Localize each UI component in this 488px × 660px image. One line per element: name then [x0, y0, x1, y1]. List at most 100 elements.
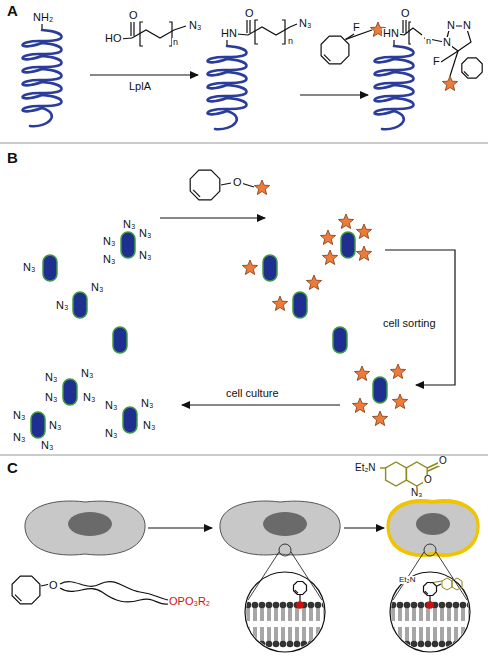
lipid-tail — [317, 606, 318, 621]
protein-helix — [375, 46, 414, 129]
triple-bond — [464, 71, 469, 76]
triple-bond — [295, 590, 298, 593]
lipid-tail — [296, 606, 297, 621]
lipid-tail — [240, 627, 241, 642]
lipid-tail — [399, 627, 400, 642]
lipid-head — [460, 641, 467, 648]
lipid-tail — [326, 606, 327, 621]
lipid-tail — [289, 627, 290, 642]
lipid-tail — [282, 606, 283, 621]
cyclooctane-ring — [424, 583, 437, 596]
lipid-tail — [415, 627, 416, 642]
lipid-tail — [427, 627, 428, 642]
lipid-tail — [263, 606, 264, 621]
lipid-tail — [275, 627, 276, 642]
lipid-head — [266, 602, 273, 609]
atom-label: F — [432, 56, 441, 67]
lipid-tail — [413, 606, 414, 621]
lipid-tail — [434, 627, 435, 642]
azide-label: N₃ — [138, 250, 152, 261]
atom-label: O — [438, 456, 448, 466]
lipid-tail — [312, 627, 313, 642]
lipid-head — [390, 641, 397, 648]
lipid-head — [439, 641, 446, 648]
lipid-tail — [434, 606, 435, 621]
azide-label: N₃ — [102, 254, 116, 265]
atom-label: F — [352, 22, 361, 33]
atom-label: N₃ — [298, 18, 312, 29]
lipid-tail — [406, 627, 407, 642]
lipid-tail — [242, 627, 243, 642]
lipid-head — [467, 641, 474, 648]
azide-label: N₃ — [102, 236, 116, 247]
lipid-head — [238, 602, 245, 609]
lipid-tail — [277, 606, 278, 621]
lipid-head — [308, 602, 315, 609]
cyclooctyne-ring — [321, 36, 349, 64]
lipid-tail — [387, 627, 388, 642]
atom-label: HN — [382, 28, 400, 39]
atom-label: O — [128, 10, 139, 21]
lipid-tail — [247, 627, 248, 642]
atom-label: O — [423, 475, 433, 485]
lipid-tail — [394, 606, 395, 621]
lipid-tail — [305, 606, 306, 621]
lipid-tail — [401, 606, 402, 621]
lipid-tail — [291, 627, 292, 642]
lipid-head — [273, 641, 280, 648]
triple-bond — [324, 55, 331, 62]
lipid-tail — [471, 627, 472, 642]
lipid-tail — [471, 606, 472, 621]
enzyme-label: LplA — [128, 81, 152, 92]
lipid-tail — [310, 606, 311, 621]
lipid-head — [460, 602, 467, 609]
lipid-head — [266, 641, 273, 648]
atom-label: Et₂N — [354, 463, 377, 473]
lipid-tail — [261, 627, 262, 642]
lipid-tail — [422, 627, 423, 642]
lipid-head — [322, 641, 329, 648]
lipid-tail — [268, 627, 269, 642]
lipid-head — [287, 602, 294, 609]
lipid-tail — [448, 627, 449, 642]
atom-label: HO — [104, 33, 123, 44]
atom-label: O — [48, 580, 59, 591]
lipid-tail — [443, 606, 444, 621]
azide-label: N₃ — [140, 398, 154, 409]
lipid-tail — [242, 606, 243, 621]
panel-letter: A — [6, 3, 19, 18]
lipid-tail — [392, 606, 393, 621]
lipid-tail — [450, 606, 451, 621]
lipid-tail — [427, 606, 428, 621]
atom-label: O — [244, 8, 255, 19]
lipid-tail — [441, 606, 442, 621]
lipid-tail — [457, 627, 458, 642]
azide-label: N₃ — [48, 420, 62, 431]
azide-label: N₃ — [22, 262, 36, 273]
cyclooctyne-ring — [294, 582, 307, 595]
atom-label: NH₂ — [32, 12, 54, 23]
lipid-tail — [455, 627, 456, 642]
atom-label: N — [462, 20, 472, 31]
lipid-head — [315, 602, 322, 609]
triple-bond — [193, 190, 200, 197]
triple-bond — [425, 591, 428, 594]
panel-letter: B — [6, 150, 19, 165]
lipid-tail — [469, 627, 470, 642]
atom-label: O — [232, 177, 243, 188]
lipid-tail — [422, 606, 423, 621]
lipid-head — [425, 641, 432, 648]
lipid-tail — [298, 627, 299, 642]
lipid-tail — [464, 606, 465, 621]
lipid-tail — [387, 606, 388, 621]
lipid-tail — [441, 627, 442, 642]
lipid-tail — [312, 606, 313, 621]
azide-label: N₃ — [90, 282, 104, 293]
repeat-index: n — [425, 37, 432, 46]
azide-label: N₃ — [80, 368, 94, 379]
lipid-tail — [385, 606, 386, 621]
azide-label: N₃ — [142, 420, 156, 431]
cyclooctyne-ring — [12, 576, 40, 604]
azide-label: N₃ — [12, 410, 26, 421]
